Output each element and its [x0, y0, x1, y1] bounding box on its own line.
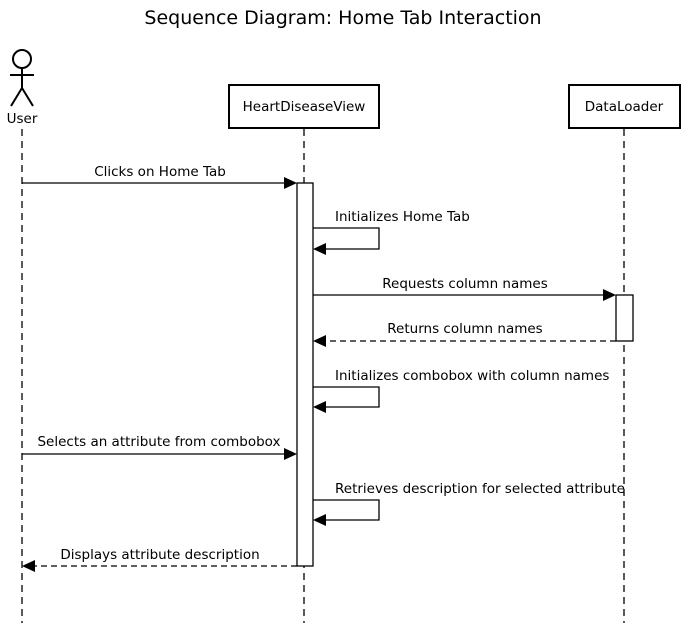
participant-heartdiseaseview-label: HeartDiseaseView	[243, 99, 366, 115]
message-label: Retrieves description for selected attri…	[335, 481, 625, 497]
diagram-title: Sequence Diagram: Home Tab Interaction	[144, 7, 541, 29]
message-label: Initializes combobox with column names	[335, 368, 609, 384]
user-actor-icon	[10, 49, 34, 107]
participant-dataloader-label: DataLoader	[585, 99, 664, 115]
message-label: Initializes Home Tab	[335, 209, 470, 225]
participant-heartdiseaseview-box	[228, 84, 380, 129]
message-returns-column-names: Returns column names	[313, 321, 616, 347]
message-initializes-home-tab: Initializes Home Tab	[313, 209, 470, 255]
participant-user-label: User	[7, 111, 38, 127]
message-selects-attribute: Selects an attribute from combobox	[22, 434, 297, 460]
activation-bar-heartdiseaseview	[296, 182, 314, 567]
participant-dataloader-box	[568, 84, 681, 129]
message-initializes-combobox: Initializes combobox with column names	[313, 368, 609, 413]
message-displays-description: Displays attribute description	[22, 547, 297, 572]
message-requests-column-names: Requests column names	[313, 276, 616, 301]
message-clicks-home-tab: Clicks on Home Tab	[22, 164, 297, 189]
message-label: Clicks on Home Tab	[94, 164, 226, 180]
message-label: Displays attribute description	[60, 547, 259, 563]
activation-bar-dataloader	[615, 294, 634, 342]
message-label: Requests column names	[382, 276, 547, 292]
message-label: Returns column names	[387, 321, 542, 337]
message-retrieves-description: Retrieves description for selected attri…	[313, 481, 625, 526]
message-label: Selects an attribute from combobox	[37, 434, 280, 450]
